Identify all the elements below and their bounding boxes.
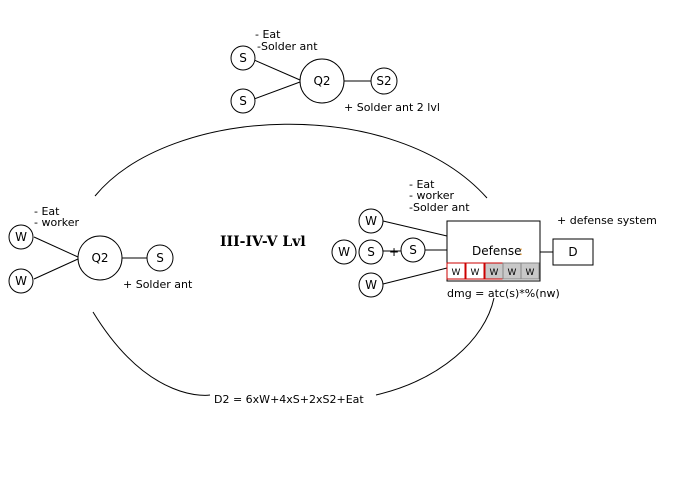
- left-result: + Solder ant: [123, 278, 193, 291]
- right-node-w1: [358, 208, 384, 234]
- defense-output-box: [552, 238, 594, 266]
- right-node-s2: [400, 237, 426, 263]
- right-node-s1-label: S: [367, 245, 375, 259]
- bottom-formula: D2 = 6xW+4xS+2xS2+Eat: [214, 393, 364, 406]
- cycle-arc-top: [94, 123, 488, 199]
- top-node-s2-label: S: [239, 94, 247, 108]
- right-node-s2-label: S: [409, 243, 417, 257]
- left-node-out: [146, 244, 174, 272]
- left-node-queen: [77, 235, 123, 281]
- left-node-w1-label: W: [15, 230, 27, 244]
- top-node-s1-label: S: [239, 51, 247, 65]
- defense-cell-1-label: W: [452, 268, 461, 278]
- right-edge-w-top: [382, 220, 448, 237]
- damage-formula: dmg = atc(s)*%(nw): [447, 287, 560, 300]
- right-note-worker: - worker: [409, 189, 454, 202]
- right-node-s1: [358, 239, 384, 265]
- left-edge-2: [33, 258, 79, 280]
- right-note-eat: - Eat: [409, 178, 435, 191]
- top-note-eat: - Eat: [255, 28, 281, 41]
- left-node-w1: [8, 224, 34, 250]
- defense-cell-5-label: W: [526, 268, 535, 278]
- left-edge-1: [33, 236, 79, 258]
- top-node-s1: [230, 45, 256, 71]
- top-node-out-label: S2: [376, 74, 391, 88]
- left-note-eat: - Eat: [34, 205, 60, 218]
- top-node-s2: [230, 88, 256, 114]
- defense-cell-3-label: W: [490, 268, 499, 278]
- defense-box-label: Defense: [472, 244, 521, 258]
- cycle-arc-bottom: [92, 311, 211, 396]
- top-node-queen: [299, 58, 345, 104]
- cycle-arc-bottom-right: [375, 297, 495, 396]
- top-node-out: [370, 67, 398, 95]
- top-note-soldier: -Solder ant: [257, 40, 318, 53]
- right-node-w3-label: W: [365, 278, 377, 292]
- right-node-w3: [358, 272, 384, 298]
- right-node-w2-label: W: [338, 245, 350, 259]
- center-title: III-IV-V Lvl: [220, 234, 306, 250]
- right-edge-w-bottom: [382, 267, 448, 285]
- right-node-w1-label: W: [365, 214, 377, 228]
- defense-cell-5: [520, 262, 540, 280]
- top-result: + Solder ant 2 lvl: [344, 101, 440, 114]
- right-plus: +: [389, 245, 399, 259]
- defense-output-label: D: [568, 245, 577, 259]
- top-edge-1: [253, 59, 301, 81]
- top-node-queen-label: Q2: [313, 74, 330, 88]
- defense-cell-1: [446, 262, 466, 280]
- left-node-w2-label: W: [15, 274, 27, 288]
- right-note-soldier: -Solder ant: [409, 201, 470, 214]
- defense-box-colon: :: [519, 244, 523, 258]
- right-node-w2: [331, 239, 357, 265]
- left-node-w2: [8, 268, 34, 294]
- left-node-queen-label: Q2: [91, 251, 108, 265]
- defense-cell-2: [465, 262, 485, 280]
- left-node-out-label: S: [156, 251, 164, 265]
- left-note-worker: - worker: [34, 216, 79, 229]
- defense-cell-4-label: W: [508, 268, 517, 278]
- top-edge-2: [253, 81, 301, 100]
- right-result: + defense system: [557, 214, 657, 227]
- defense-cell-2-label: W: [471, 268, 480, 278]
